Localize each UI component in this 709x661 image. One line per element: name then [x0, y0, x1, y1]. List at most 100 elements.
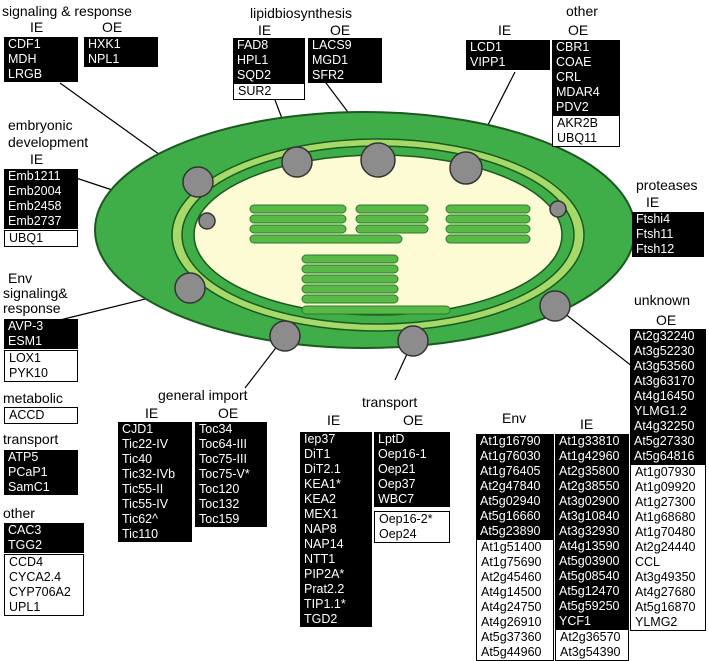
gene-label: SamC1	[4, 480, 78, 495]
gene-label: LRGB	[4, 67, 78, 82]
dot-transport	[397, 325, 429, 357]
thylakoid-center-1	[355, 204, 429, 214]
gene-label: Tic22-IV	[118, 437, 192, 452]
gene-label: At1g76405	[476, 464, 554, 479]
gene-label: CJD1	[118, 422, 192, 437]
gene-label: SQD2	[233, 68, 305, 83]
thylakoid-right-2	[445, 214, 531, 224]
thylakoid-right-3	[445, 224, 531, 234]
gene-label: At3g52230	[630, 344, 706, 359]
gene-label: CAC3	[4, 523, 84, 538]
gene-label: At2g45460	[477, 570, 553, 585]
gene-label: At2g24440	[631, 540, 705, 555]
gene-label: At5g59250	[555, 599, 629, 614]
gene-label: ATP5	[4, 450, 78, 465]
thylakoid-bottom-5	[301, 294, 399, 304]
gene-label: At5g16660	[476, 509, 554, 524]
gene-label: At5g08540	[555, 569, 629, 584]
chloroplast-diagram	[59, 71, 661, 389]
thylakoid-right-1	[445, 204, 531, 214]
gene-label: Toc132	[195, 497, 267, 512]
gene-label: CYCA2.4	[5, 570, 83, 585]
gene-label: At5g16870	[631, 600, 705, 615]
gene-label: Emb2458	[4, 199, 78, 214]
gene-label: AKR2B	[553, 116, 619, 131]
signaling-response-title: signaling & response	[2, 3, 132, 19]
gene-label: UPL1	[5, 600, 83, 615]
gene-label: At3g63170	[630, 374, 706, 389]
gene-label: KEA1*	[300, 477, 372, 492]
gene-label: Toc34	[195, 422, 267, 437]
gene-label: At5g27330	[630, 434, 706, 449]
gene-label: ESM1	[4, 334, 78, 349]
proteases-title: proteases	[636, 177, 698, 193]
gene-label: ACCD	[5, 408, 77, 423]
gene-label: LCD1	[466, 40, 550, 55]
gene-label: Tic62^	[118, 512, 192, 527]
transport-oe-light-list: Oep16-2*Oep24	[374, 511, 450, 543]
dot-env	[174, 272, 206, 304]
gene-label: NAP8	[300, 522, 372, 537]
gene-label: MDH	[4, 52, 78, 67]
gene-label: UBQ1	[5, 231, 77, 246]
gene-label: At5g03900	[555, 554, 629, 569]
dot-lipid-1	[281, 146, 313, 178]
gene-label: YLMG2	[631, 615, 705, 630]
gene-label: KEA2	[300, 492, 372, 507]
gene-label: Emb2004	[4, 184, 78, 199]
gene-label: Ftshi4	[632, 212, 704, 227]
other-top-oe-header: OE	[568, 22, 589, 38]
gene-label: YCF1	[555, 614, 629, 629]
gene-label: Tic55-II	[118, 482, 192, 497]
lipid-title: lipidbiosynthesis	[250, 5, 352, 21]
gene-label: PIP2A*	[300, 567, 372, 582]
thylakoid-bottom-2	[301, 264, 399, 274]
unknown-env-header: Env	[502, 410, 527, 426]
lipid-oe-header: OE	[330, 22, 351, 38]
gene-label: At1g75690	[477, 555, 553, 570]
gene-label: Oep21	[374, 462, 450, 477]
gene-label: At5g12470	[555, 584, 629, 599]
other-top-title: other	[566, 3, 598, 19]
gene-label: Prat2.2	[300, 582, 372, 597]
gene-label: Oep16-2*	[375, 512, 449, 527]
gene-label: Tic55-IV	[118, 497, 192, 512]
gene-label: At4g32250	[630, 419, 706, 434]
gene-label: At1g27300	[631, 495, 705, 510]
gene-label: CBR1	[552, 40, 620, 55]
transport-ie-header: IE	[327, 412, 341, 428]
gene-label: CYP706A2	[5, 585, 83, 600]
metabolic-light-list: ACCD	[4, 407, 78, 424]
gene-label: SFR2	[308, 68, 382, 83]
transport-oe-header: OE	[403, 412, 424, 428]
thylakoids	[249, 204, 531, 315]
gene-label: PCaP1	[4, 465, 78, 480]
lipid-ie-light-list: SUR2	[233, 83, 305, 100]
gene-label: Toc120	[195, 482, 267, 497]
gene-label: At1g09920	[631, 480, 705, 495]
gene-label: NTT1	[300, 552, 372, 567]
gene-label: FAD8	[233, 38, 305, 53]
thylakoid-left-1	[249, 204, 347, 214]
gene-label: MEX1	[300, 507, 372, 522]
unknown-ie-header: IE	[580, 416, 594, 432]
thylakoid-center-2	[355, 214, 429, 224]
gene-label: Tic40	[118, 452, 192, 467]
gene-label: At5g23890	[476, 524, 554, 539]
thylakoid-left-2	[249, 214, 347, 224]
proteases-ie-header: IE	[646, 194, 660, 210]
thylakoid-bottom-lamella	[301, 305, 451, 315]
gene-label: Emb1211	[4, 169, 78, 184]
dot-proteases	[549, 200, 567, 218]
